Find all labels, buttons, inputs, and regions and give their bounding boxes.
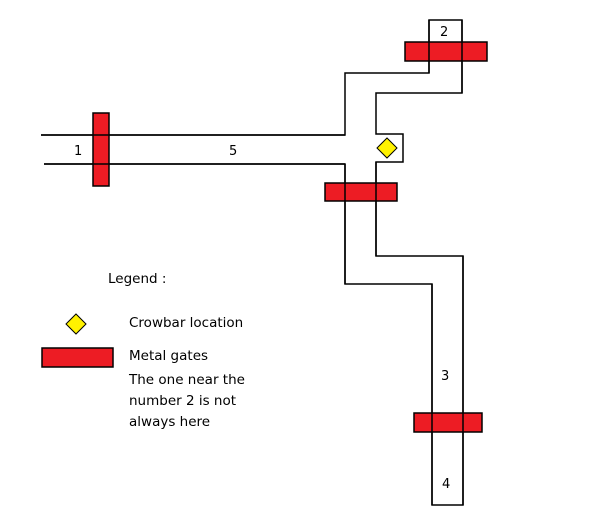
area-label-4: 4 xyxy=(442,477,450,492)
legend-crowbar-icon xyxy=(65,313,87,335)
walls-over-gates xyxy=(41,20,464,505)
corridor-walls xyxy=(41,19,464,506)
legend-title: Legend : xyxy=(108,271,167,287)
area-label-1: 1 xyxy=(74,144,82,159)
legend-note-line-3: always here xyxy=(129,414,211,430)
legend-gate-icon xyxy=(41,347,114,368)
gate-junction xyxy=(324,182,398,202)
legend-note-line-2: number 2 is not xyxy=(129,393,237,409)
gate-area-3-4 xyxy=(413,412,483,433)
crowbar-icon xyxy=(376,137,398,159)
area-label-5: 5 xyxy=(229,144,237,159)
legend-crowbar-label: Crowbar location xyxy=(129,315,244,331)
legend-note-line-1: The one near the xyxy=(129,372,245,388)
gate-area-2 xyxy=(404,41,488,62)
legend-gate-label: Metal gates xyxy=(129,348,209,364)
gate-area-1 xyxy=(92,112,110,187)
area-label-3: 3 xyxy=(441,369,449,384)
area-label-2: 2 xyxy=(440,25,448,40)
wall-upper-main xyxy=(41,19,464,506)
